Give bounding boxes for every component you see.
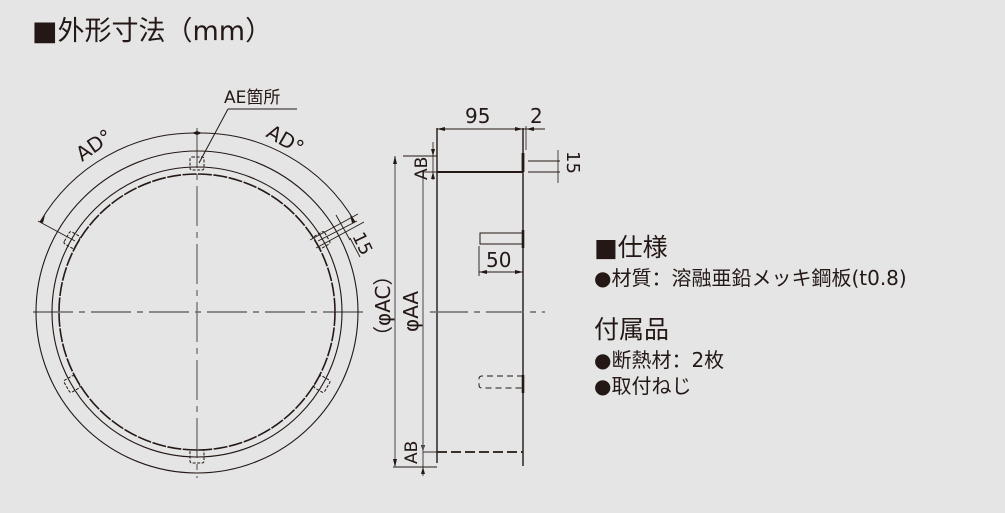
tab-bottom [189, 449, 205, 464]
tab-upper-right [313, 231, 331, 249]
flange-thickness-label: 2 [530, 104, 543, 128]
tab-lower-right [313, 375, 331, 393]
diameter-ac-label: （φAC） [371, 266, 395, 347]
inner-circle [58, 173, 336, 451]
angle-label-left: AD° [71, 124, 117, 166]
tab-offset-label: 50 [486, 248, 511, 272]
ae-leader [198, 108, 229, 164]
ab-top-label: AB [412, 157, 432, 180]
tab-width-label: 15 [348, 229, 377, 259]
middle-circle [51, 166, 343, 458]
flange-height-label: 15 [562, 151, 583, 174]
spec-heading: ■仕様 [594, 233, 668, 262]
side-view [393, 126, 560, 476]
spec-panel: ■仕様 ●材質：溶融亜鉛メッキ鋼板(t0.8) 付属品 ●断熱材：2枚 ●取付ね… [594, 231, 907, 399]
diameter-aa-label: φAA [399, 291, 423, 332]
angle-label-right: AD° [263, 120, 309, 160]
outer-circle [35, 150, 359, 474]
accessories-heading: 付属品 [594, 315, 670, 344]
depth-label: 95 [465, 104, 490, 128]
angle-arc-left [39, 132, 198, 223]
front-view [33, 108, 365, 478]
accessory-item-screws: ●取付ねじ [594, 374, 692, 398]
angle-arc-right [196, 132, 356, 223]
ab-bottom-label: AB [402, 441, 422, 464]
tab-top [189, 156, 205, 171]
tab-lower-left [63, 375, 81, 393]
spec-item-material: ●材質：溶融亜鉛メッキ鋼板(t0.8) [594, 266, 907, 290]
ae-label: AE箇所 [224, 88, 280, 108]
page-title: ■外形寸法（mm） [32, 16, 273, 47]
tab-upper-left [63, 231, 81, 249]
side-tab-upper [479, 232, 523, 245]
side-tab-lower [478, 375, 523, 389]
accessory-item-insulation: ●断熱材：2枚 [594, 348, 725, 372]
